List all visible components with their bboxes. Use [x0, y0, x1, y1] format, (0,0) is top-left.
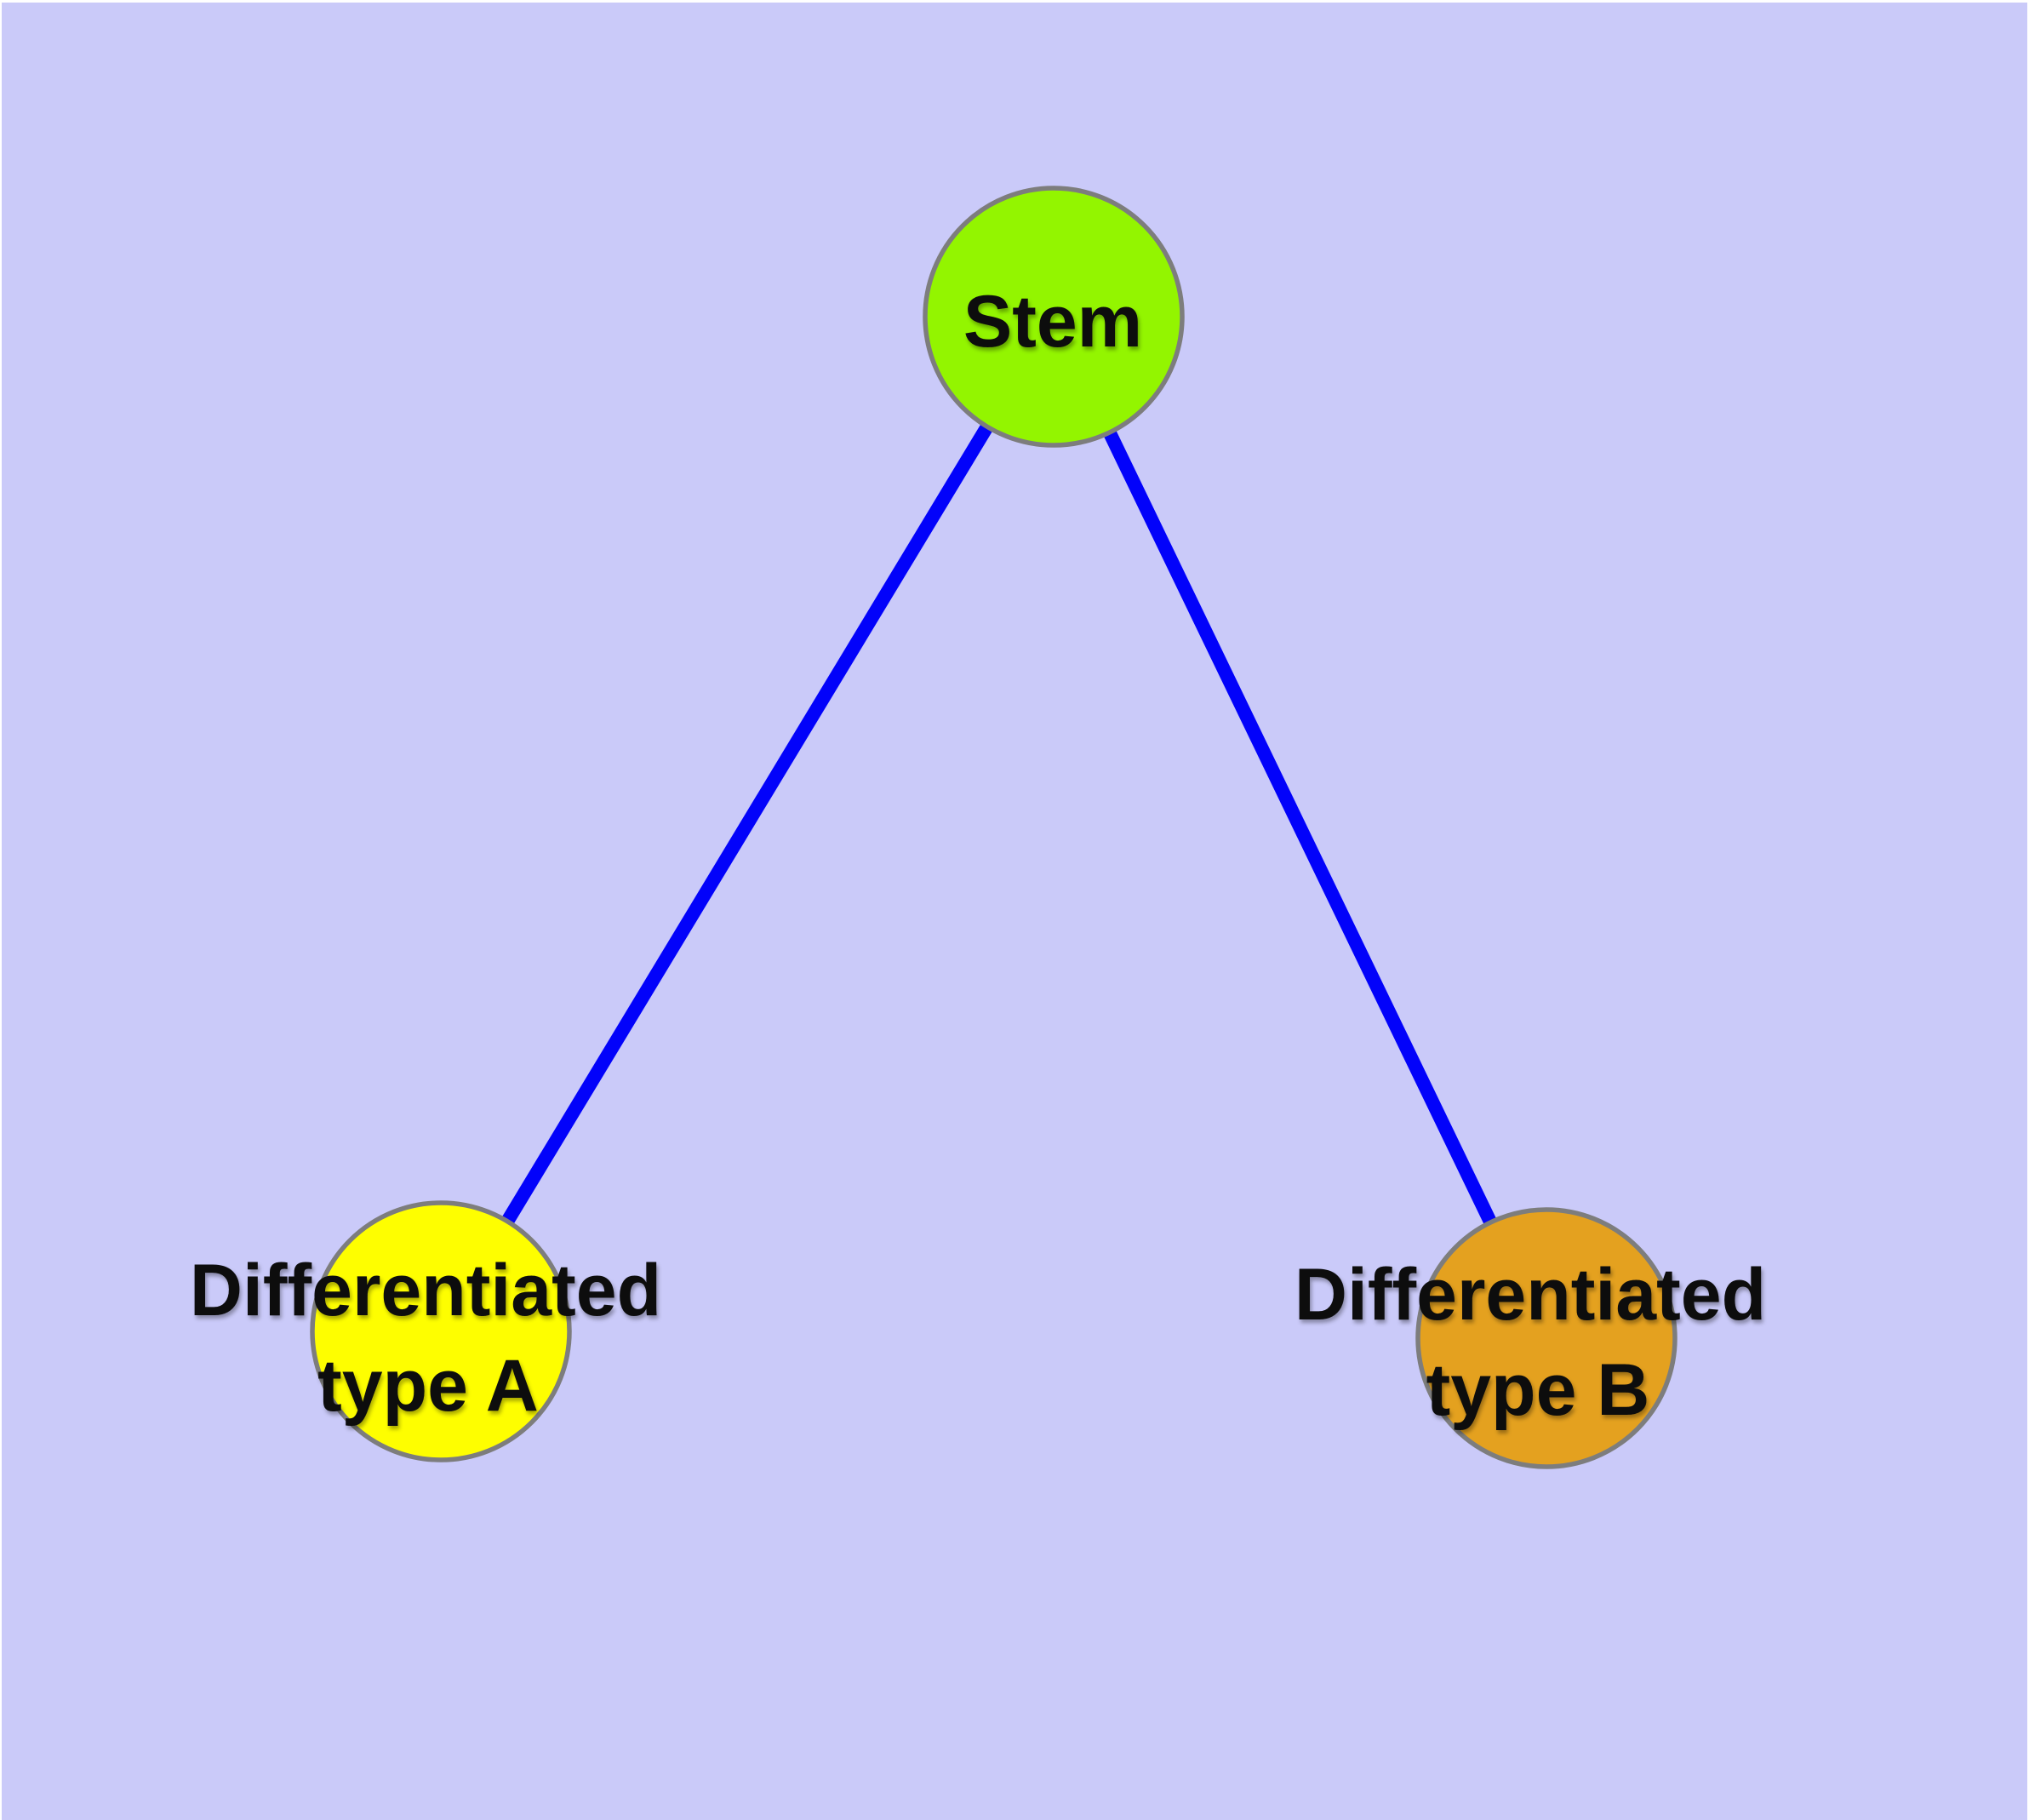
node-differentiated-type-a [310, 1200, 572, 1462]
node-stem-label: Stem [963, 281, 1142, 363]
node-differentiated-type-b [1415, 1207, 1677, 1469]
node-type-a-label-line2: type A [317, 1345, 539, 1427]
edge-layer [435, 312, 1553, 1342]
label-layer: Stem Differentiated type A Differentiate… [190, 281, 1766, 1431]
edge-stem-to-type-a [435, 312, 1060, 1336]
node-type-b-label-line2: type B [1426, 1349, 1650, 1431]
node-type-b-label-line1: Differentiated [1295, 1254, 1766, 1336]
edge-stem-to-type-b [1047, 313, 1553, 1342]
node-type-a-label-line1: Differentiated [190, 1250, 661, 1331]
node-stem [923, 186, 1185, 448]
node-layer [310, 186, 1677, 1469]
